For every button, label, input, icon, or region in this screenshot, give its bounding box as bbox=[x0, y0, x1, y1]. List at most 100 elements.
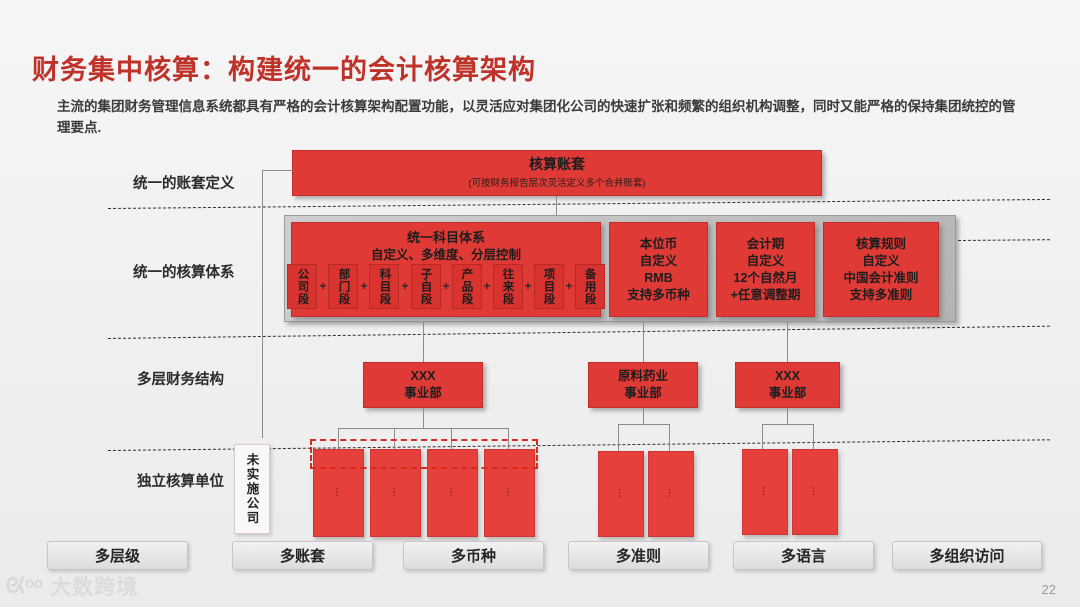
attribute-box-rules[interactable]: 核算规则 自定义 中国会计准则 支持多准则 bbox=[823, 222, 939, 317]
currency-line-4: 支持多币种 bbox=[627, 287, 690, 302]
segment-plus-7: + bbox=[565, 279, 573, 294]
subject-system-title: 统一科目体系 bbox=[406, 230, 485, 245]
attribute-box-period[interactable]: 会计期 自定义 12个自然月 +任意调整期 bbox=[716, 222, 815, 317]
page-number: 22 bbox=[1041, 582, 1056, 597]
division-box-1[interactable]: XXX 事业部 bbox=[363, 362, 483, 408]
segment-department[interactable]: 部门段 bbox=[328, 263, 359, 309]
connector-ledger-left-drop bbox=[262, 170, 264, 438]
branch-drop-3-1 bbox=[762, 424, 764, 449]
branch-drop-3-2 bbox=[813, 424, 815, 449]
accounting-system-frame: 统一科目体系 自定义、多维度、分层控制 公司段 + 部门段 + 科目段 + 子自… bbox=[284, 215, 956, 322]
branch-bus-1 bbox=[338, 428, 508, 430]
band-separator-2 bbox=[107, 325, 1050, 339]
leaf-1-2[interactable]: … bbox=[370, 449, 421, 537]
row-label-independent-unit: 独立核算单位 bbox=[137, 474, 224, 490]
ledger-box-title: 核算账套 bbox=[529, 156, 585, 172]
division-2-line-2: 事业部 bbox=[624, 386, 662, 400]
branch-drop-1-1 bbox=[338, 428, 340, 454]
division-box-3[interactable]: XXX 事业部 bbox=[735, 362, 840, 408]
segment-plus-4: + bbox=[442, 279, 450, 294]
bottom-bar-multi-ledger[interactable]: 多账套 bbox=[232, 541, 373, 570]
period-line-3: 12个自然月 bbox=[733, 270, 798, 285]
band-separator-1 bbox=[107, 198, 1050, 209]
segment-project[interactable]: 项目段 bbox=[533, 263, 564, 309]
attribute-box-currency[interactable]: 本位币 自定义 RMB 支持多币种 bbox=[609, 222, 708, 317]
watermark-text: 大数跨境 bbox=[50, 576, 139, 599]
row-label-ledger-definition: 统一的账套定义 bbox=[133, 176, 235, 192]
branch-drop-1-2 bbox=[394, 428, 396, 454]
leaf-3-1[interactable]: … bbox=[742, 449, 788, 535]
division-2-line-1: 原料药业 bbox=[617, 369, 668, 383]
row-label-financial-structure: 多层财务结构 bbox=[137, 372, 224, 388]
currency-line-1: 本位币 bbox=[639, 236, 678, 251]
currency-line-2: 自定义 bbox=[639, 253, 678, 268]
leaf-2-1[interactable]: … bbox=[598, 451, 644, 537]
page-subtitle: 主流的集团财务管理信息系统都具有严格的会计核算架构配置功能，以灵活应对集团化公司… bbox=[57, 99, 1016, 135]
page-title: 财务集中核算：构建统一的会计核算架构 bbox=[32, 55, 536, 85]
leaf-2-2[interactable]: … bbox=[648, 451, 694, 537]
connector-frame-to-div3 bbox=[787, 322, 789, 362]
rules-line-4: 支持多准则 bbox=[849, 287, 913, 302]
unimplemented-company-box[interactable]: 未实施公司 bbox=[234, 444, 270, 534]
connector-frame-to-div1 bbox=[423, 322, 425, 362]
bottom-bar-multi-org[interactable]: 多组织访问 bbox=[892, 541, 1042, 570]
bottom-bar-multi-standard[interactable]: 多准则 bbox=[568, 541, 709, 570]
leaf-dots: … bbox=[616, 488, 627, 500]
highlight-leaf-group-1 bbox=[310, 439, 538, 469]
watermark-logo-icon: ᘡᵒᵒ bbox=[6, 573, 44, 598]
rules-line-2: 自定义 bbox=[862, 253, 900, 268]
branch-bus-2 bbox=[618, 424, 669, 426]
segment-plus-2: + bbox=[360, 279, 368, 294]
ledger-box[interactable]: 核算账套 (可按财务报告层次灵活定义多个合并账套) bbox=[292, 150, 822, 196]
connector-ledger-down bbox=[556, 196, 558, 218]
branch-drop-1-3 bbox=[451, 428, 453, 454]
row-label-accounting-system: 统一的核算体系 bbox=[133, 265, 235, 281]
watermark: ᘡᵒᵒ 大数跨境 bbox=[6, 571, 138, 601]
segment-plus-3: + bbox=[401, 279, 409, 294]
segment-plus-5: + bbox=[483, 279, 491, 294]
branch-drop-1-4 bbox=[508, 428, 510, 454]
segment-company[interactable]: 公司段 bbox=[287, 263, 318, 309]
leaf-dots: … bbox=[333, 487, 345, 499]
connector-frame-to-div2 bbox=[643, 322, 645, 362]
period-line-2: 自定义 bbox=[746, 253, 785, 268]
segment-plus-6: + bbox=[524, 279, 532, 294]
division-3-line-1: XXX bbox=[774, 369, 800, 383]
leaf-dots: … bbox=[504, 487, 516, 499]
segment-sub[interactable]: 子自段 bbox=[410, 263, 441, 309]
leaf-dots: … bbox=[666, 488, 677, 500]
period-line-4: +任意调整期 bbox=[730, 287, 801, 302]
segment-product[interactable]: 产品段 bbox=[451, 263, 482, 309]
division-box-2[interactable]: 原料药业 事业部 bbox=[588, 362, 698, 408]
bottom-bar-multi-currency[interactable]: 多币种 bbox=[403, 541, 544, 570]
bottom-bar-multi-language[interactable]: 多语言 bbox=[733, 541, 874, 570]
segment-spare[interactable]: 备用段 bbox=[574, 263, 605, 309]
leaf-1-3[interactable]: … bbox=[427, 449, 478, 537]
leaf-dots: … bbox=[810, 486, 821, 498]
leaf-3-2[interactable]: … bbox=[792, 449, 838, 535]
leaf-1-4[interactable]: … bbox=[484, 449, 535, 537]
bottom-bar-multi-level[interactable]: 多层级 bbox=[47, 541, 188, 570]
segment-plus-1: + bbox=[319, 279, 327, 294]
subject-system-subtitle: 自定义、多维度、分层控制 bbox=[370, 248, 521, 262]
segment-chain: 公司段 + 部门段 + 科目段 + 子自段 + 产品段 + 往来段 + 项目段 … bbox=[287, 263, 605, 309]
branch-drop-2-2 bbox=[669, 424, 671, 451]
branch-stem-3 bbox=[787, 408, 789, 424]
rules-line-1: 核算规则 bbox=[855, 236, 906, 251]
branch-stem-2 bbox=[643, 408, 645, 424]
branch-bus-3 bbox=[762, 424, 813, 426]
unimplemented-company-label: 未实施公司 bbox=[244, 452, 259, 526]
period-line-1: 会计期 bbox=[746, 236, 785, 251]
leaf-dots: … bbox=[390, 487, 402, 499]
ledger-box-note: (可按财务报告层次灵活定义多个合并账套) bbox=[468, 178, 646, 189]
currency-line-3: RMB bbox=[644, 270, 673, 285]
band-separator-stub-right bbox=[957, 239, 1051, 241]
leaf-1-1[interactable]: … bbox=[313, 449, 364, 537]
division-3-line-2: 事业部 bbox=[768, 386, 807, 400]
segment-ar-ap[interactable]: 往来段 bbox=[492, 263, 523, 309]
branch-drop-2-1 bbox=[618, 424, 620, 451]
division-1-line-2: 事业部 bbox=[404, 386, 442, 400]
subject-system-box[interactable]: 统一科目体系 自定义、多维度、分层控制 公司段 + 部门段 + 科目段 + 子自… bbox=[287, 222, 605, 317]
segment-account[interactable]: 科目段 bbox=[369, 263, 400, 309]
